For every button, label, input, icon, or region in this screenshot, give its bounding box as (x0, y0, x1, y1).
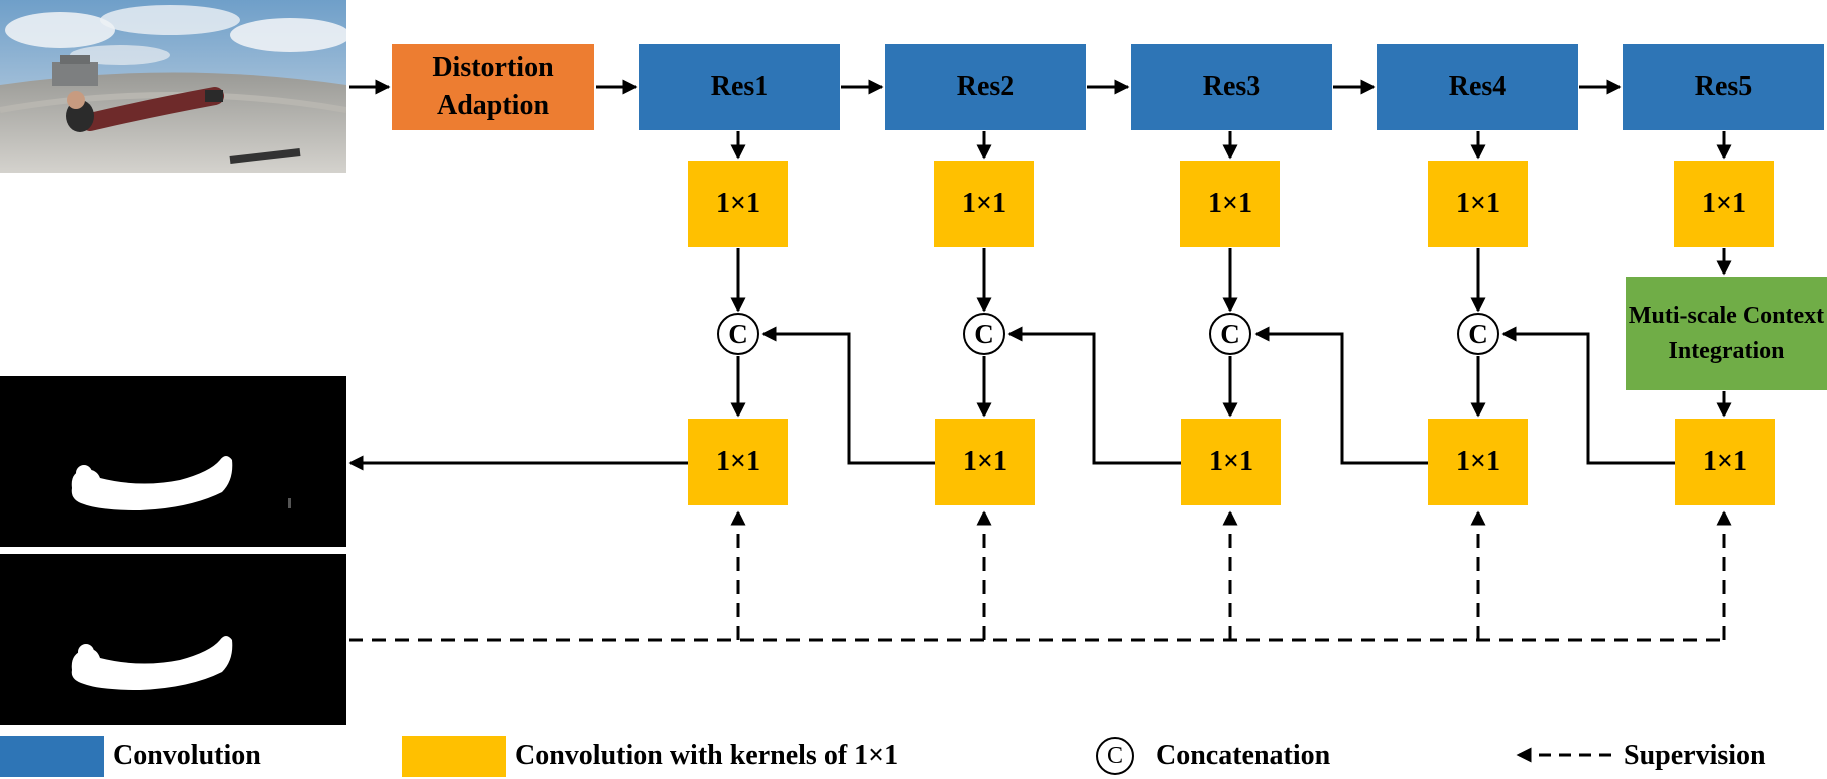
lateral-conv-4: 1×1 (1428, 161, 1528, 247)
decoder-conv-3: 1×1 (1181, 419, 1281, 505)
decoder-conv-5: 1×1 (1675, 419, 1775, 505)
legend-convolution-label: Convolution (113, 740, 261, 771)
concat-node-2: C (963, 313, 1005, 355)
res5-block: Res5 (1623, 44, 1824, 130)
decoder-conv-1: 1×1 (688, 419, 788, 505)
ground-truth-saliency-map (0, 554, 346, 725)
lateral-conv-2: 1×1 (934, 161, 1034, 247)
res3-block: Res3 (1131, 44, 1332, 130)
arrow-decoder3-to-concat2 (1007, 326, 1181, 465)
decoder-conv-2: 1×1 (935, 419, 1035, 505)
legend-supervision-label: Supervision (1624, 740, 1766, 771)
legend-concat-symbol: C (1096, 737, 1134, 775)
arrow-decoder2-to-concat1 (761, 326, 935, 465)
res4-block: Res4 (1377, 44, 1578, 130)
predicted-saliency-map (0, 376, 346, 547)
lateral-conv-1: 1×1 (688, 161, 788, 247)
multi-scale-context-integration-block: Muti-scale Context Integration (1626, 277, 1827, 390)
legend-kernel-label: Convolution with kernels of 1×1 (515, 740, 899, 771)
concat-node-4: C (1457, 313, 1499, 355)
lateral-conv-5: 1×1 (1674, 161, 1774, 247)
arrow-decoder5-to-concat4 (1501, 326, 1675, 465)
lateral-conv-3: 1×1 (1180, 161, 1280, 247)
res2-block: Res2 (885, 44, 1086, 130)
legend-kernel-swatch (402, 736, 506, 777)
distortion-adaption-block: Distortion Adaption (392, 44, 594, 130)
legend-convolution-swatch (0, 736, 104, 777)
decoder-conv-4: 1×1 (1428, 419, 1528, 505)
arrow-decoder4-to-concat3 (1254, 326, 1428, 465)
res1-block: Res1 (639, 44, 840, 130)
concat-node-3: C (1209, 313, 1251, 355)
input-panorama-image (0, 0, 346, 173)
concat-node-1: C (717, 313, 759, 355)
legend-concatenation-label: Concatenation (1156, 740, 1331, 771)
